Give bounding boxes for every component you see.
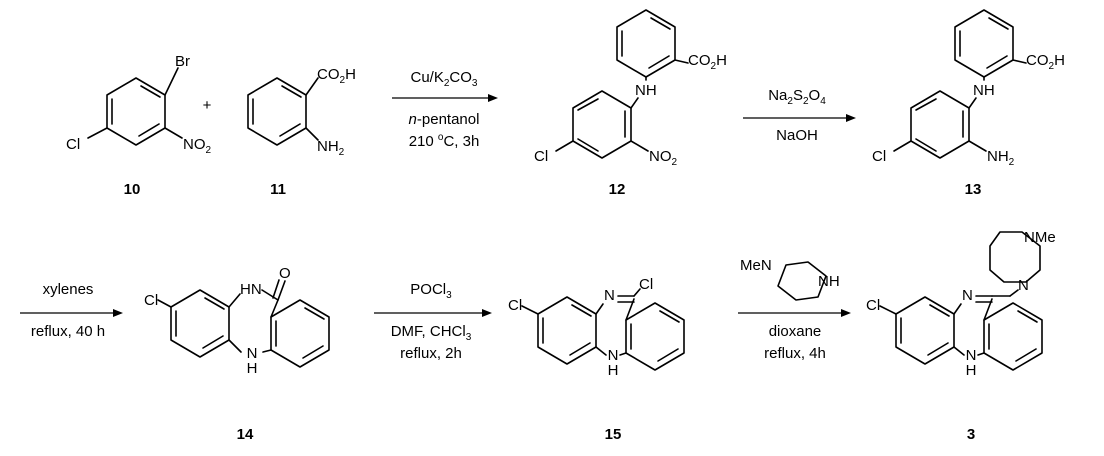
compound-13: CO2H NH Cl NH2 13 [872,9,1065,198]
step-4-solvent: DMF, CHCl3 [391,323,472,343]
reaction-arrow-step-5: MeN NH dioxane reflux, 4h [738,257,851,362]
bromo-label: Br [175,53,190,70]
chloro-label: Cl [144,292,158,309]
step-2-base: NaOH [776,127,818,144]
step-1-temperature: 210 oC, 3h [409,132,480,150]
carboxylic-acid-label: CO2H [688,52,727,72]
amine-h-label: H [966,362,977,379]
piperazine-nme-label: MeN [740,257,772,274]
imine-n-label: N [962,287,973,304]
compound-10: Br Cl NO2 10 [66,53,212,198]
step-3-solvent: xylenes [43,281,94,298]
amine-n-label: N [247,345,258,362]
reaction-arrow-step-2: Na2S2O4 NaOH [743,87,856,144]
lower-benzene-ring [910,90,970,159]
step-2-reagents: Na2S2O4 [768,87,826,107]
piperazine-ring [989,231,1041,283]
left-benzene-ring [895,296,955,365]
carboxylic-acid-label: CO2H [317,66,356,86]
imine-n-label: N [604,287,615,304]
nme-label: NMe [1024,229,1056,246]
amide-nh-label: HN [240,281,262,298]
compound-12: CO2H NH Cl NO2 12 [534,9,727,198]
nitro-label: NO2 [183,136,212,156]
compound-14: Cl HN O N H 14 [144,265,330,443]
right-benzene-ring [270,299,330,368]
oxygen-label: O [279,265,291,282]
reaction-arrow-step-3: xylenes reflux, 40 h [20,281,123,340]
amino-label: NH2 [317,138,345,158]
left-benzene-ring [170,289,230,358]
lower-benzene-ring [572,90,632,159]
compound-number: 3 [967,426,975,443]
imidoyl-chloro-label: Cl [639,276,653,293]
amino-label: NH2 [987,148,1015,168]
compound-11: CO2H NH2 11 [247,66,356,198]
piperazine-n-label: N [1018,277,1029,294]
reaction-arrow-step-4: POCl3 DMF, CHCl3 reflux, 2h [374,281,492,362]
carboxylic-acid-label: CO2H [1026,52,1065,72]
step-1-solvent: n-pentanol [409,111,480,128]
step-5-conditions: reflux, 4h [764,345,826,362]
upper-benzene-ring [954,9,1014,78]
compound-15: Cl N Cl N H 15 [508,276,685,443]
amine-h-label: H [608,362,619,379]
chloro-label: Cl [508,297,522,314]
step-5-solvent: dioxane [769,323,822,340]
compound-number: 15 [605,426,622,443]
nitro-label: NO2 [649,148,678,168]
left-benzene-ring [537,296,597,365]
step-4-conditions: reflux, 2h [400,345,462,362]
chloro-label: Cl [872,148,886,165]
chloro-label: Cl [66,136,80,153]
amine-nh-label: NH [973,82,995,99]
right-benzene-ring [983,302,1043,371]
step-3-conditions: reflux, 40 h [31,323,105,340]
benzene-ring [106,77,166,146]
amine-n-label: N [608,347,619,364]
amine-nh-label: NH [635,82,657,99]
step-4-reagent: POCl3 [410,281,452,301]
right-benzene-ring [625,302,685,371]
plus-sign: + [203,97,212,114]
compound-number: 11 [270,181,286,198]
compound-number: 13 [965,181,982,198]
reaction-arrow-step-1: Cu/K2CO3 n-pentanol 210 oC, 3h [392,69,498,150]
n-methylpiperazine-reagent: MeN NH [740,257,840,301]
compound-number: 12 [609,181,626,198]
amine-h-label: H [247,360,258,377]
upper-benzene-ring [616,9,676,78]
compound-3: NMe N Cl N N H 3 [866,229,1056,443]
chloro-label: Cl [534,148,548,165]
piperazine-nh-label: NH [818,273,840,290]
chloro-label: Cl [866,297,880,314]
benzene-ring [247,77,307,146]
compound-number: 10 [124,181,141,198]
step-1-reagents: Cu/K2CO3 [411,69,478,89]
compound-number: 14 [237,426,254,443]
amine-n-label: N [966,347,977,364]
